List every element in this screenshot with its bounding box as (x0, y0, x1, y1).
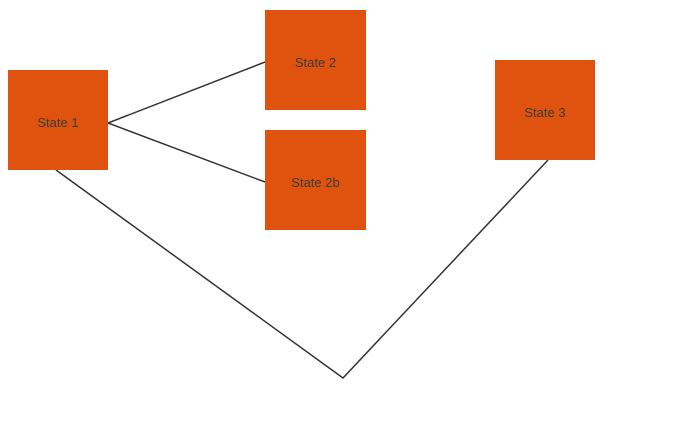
link-state1-state2b[interactable] (107, 122, 266, 183)
node-label: State 3 (524, 104, 566, 120)
node-label: State 2 (294, 54, 337, 70)
link-state1-state2[interactable] (107, 61, 266, 124)
node-state-2[interactable]: State 2 (265, 10, 366, 110)
node-label: State 2b (291, 174, 340, 190)
node-label: State 1 (37, 114, 79, 130)
node-state-2b[interactable]: State 2b (265, 130, 366, 230)
node-state-1[interactable]: State 1 (8, 70, 108, 170)
link-state1-state3[interactable] (55, 159, 549, 379)
node-state-3[interactable]: State 3 (495, 60, 595, 160)
